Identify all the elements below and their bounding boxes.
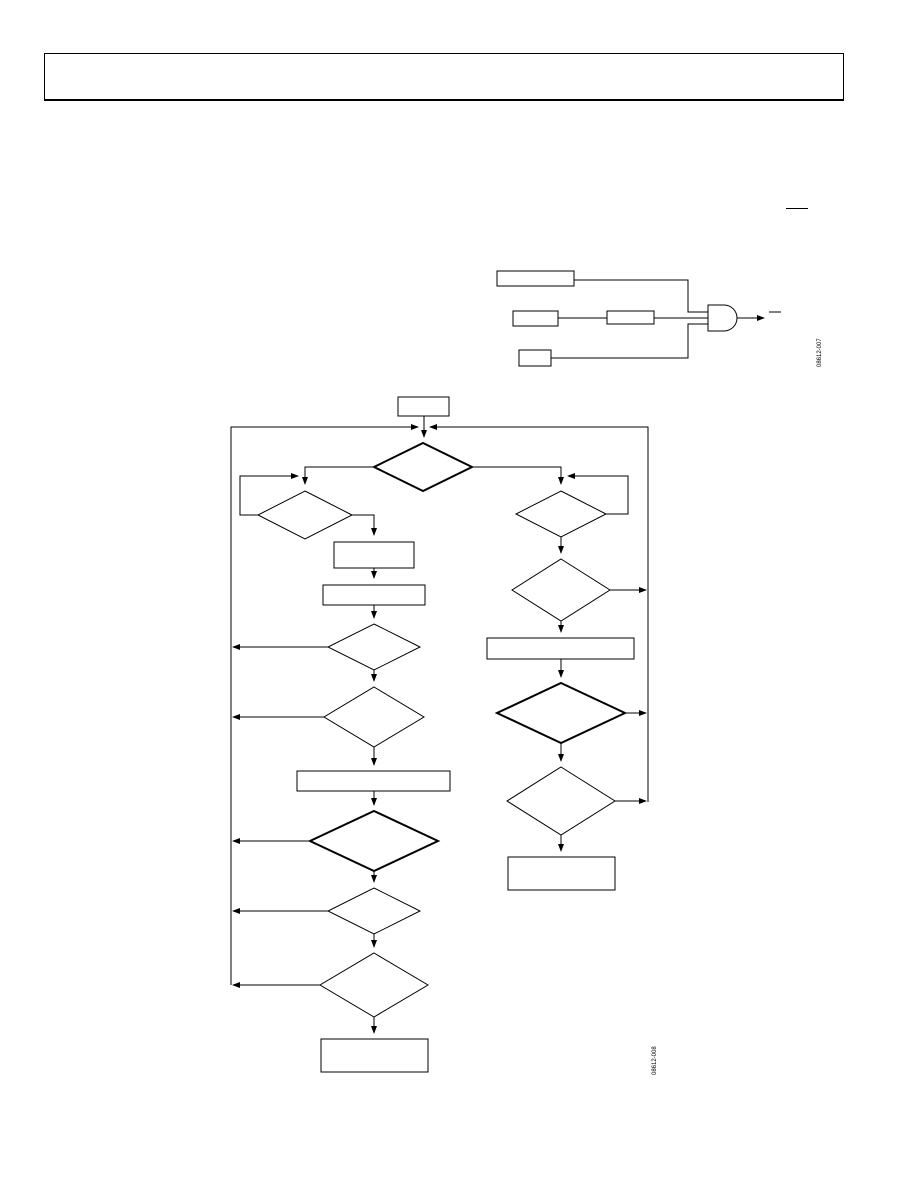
decision-left-wait <box>256 490 354 540</box>
decision-left-1 <box>326 623 422 671</box>
decision-left-5 <box>319 952 429 1018</box>
input-block-middle <box>512 310 559 327</box>
right-wait-loop <box>567 473 629 515</box>
right-loop-frame <box>429 424 649 802</box>
wire-bottom-input <box>551 323 708 359</box>
decision-left-3 <box>307 809 441 873</box>
process-left-2 <box>322 584 426 606</box>
input-block-top <box>496 270 575 287</box>
decision-right-1 <box>511 558 611 622</box>
flowchart: 08612-008 <box>230 396 658 1075</box>
decision-left-4 <box>326 887 422 935</box>
main-right-branch <box>472 466 564 485</box>
logic-gate-diagram: 08612-007 <box>496 270 823 367</box>
left-wait-exit <box>352 514 377 536</box>
start-box <box>397 396 450 417</box>
flowchart-figure-code: 08612-008 <box>652 1046 658 1075</box>
process-right-1 <box>486 637 635 660</box>
page-header-frame <box>44 53 844 101</box>
input-block-bottom <box>518 349 552 367</box>
and-gate <box>707 304 738 332</box>
wire-top-input <box>574 279 708 313</box>
decision-main <box>371 441 475 493</box>
decision-left-2 <box>323 686 425 748</box>
end-box-right <box>507 856 616 891</box>
end-box-left <box>320 1038 429 1073</box>
process-left-1 <box>333 541 415 569</box>
left-wait-loop <box>239 473 299 516</box>
logic-figure-code: 08612-007 <box>817 338 823 367</box>
intermediate-block <box>606 310 655 325</box>
left-loop-frame <box>230 424 419 985</box>
decision-right-wait <box>514 490 608 538</box>
decision-right-3 <box>506 766 616 836</box>
process-left-3 <box>296 770 451 792</box>
main-left-branch <box>302 466 374 485</box>
overline-mark <box>786 208 808 209</box>
decision-right-2 <box>494 681 628 745</box>
